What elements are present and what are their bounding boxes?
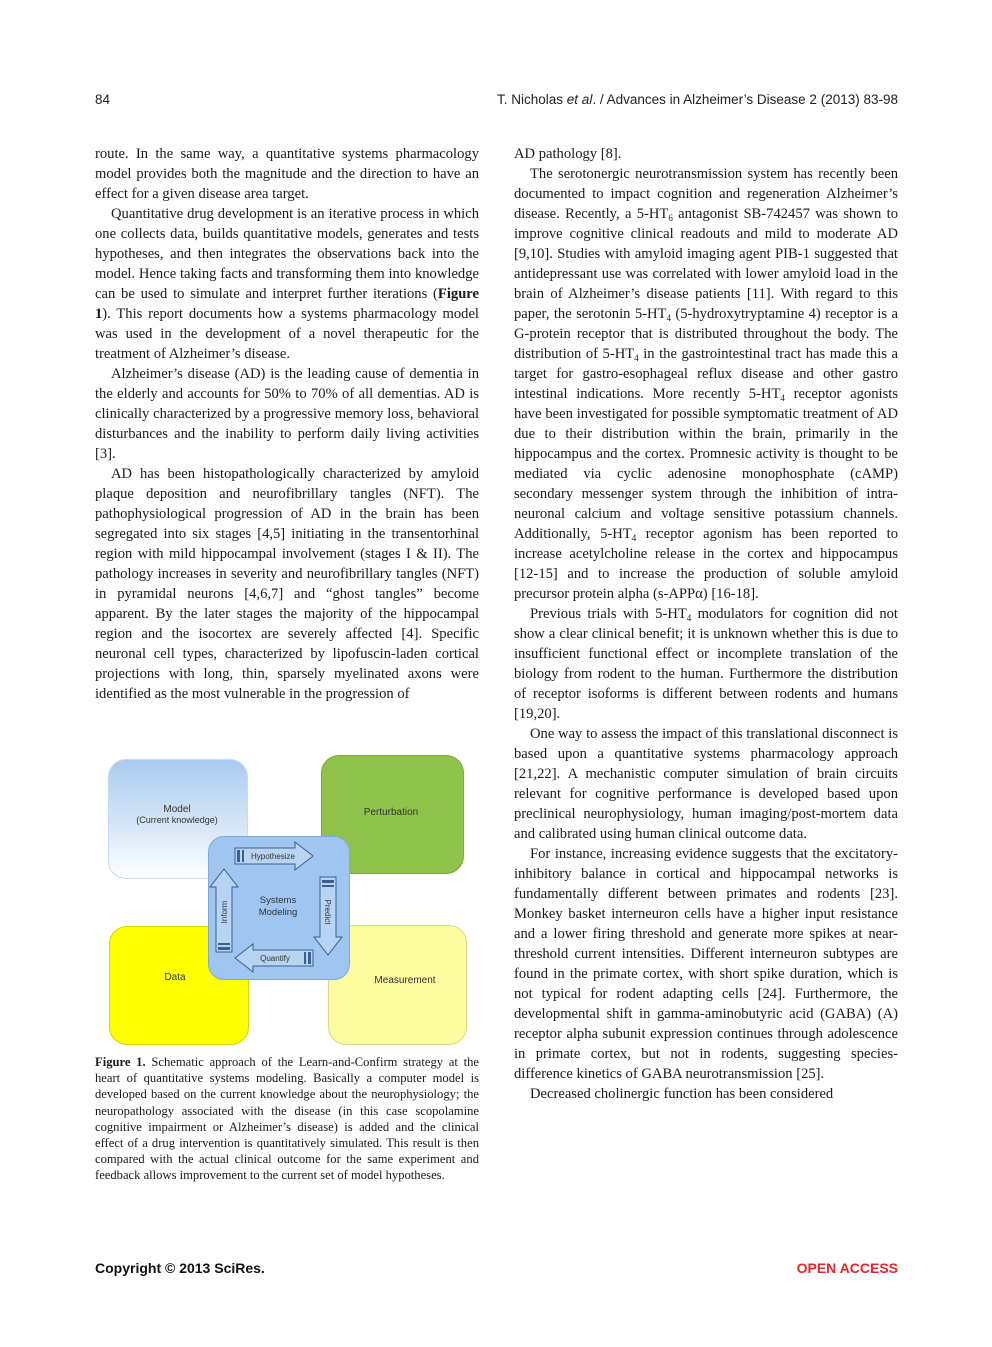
running-journal: . / Advances in Alzheimer’s Disease 2 (2… <box>592 92 898 107</box>
right-p2-f: receptor agonism has been reported to in… <box>514 526 898 602</box>
right-p2-sub1: 6 <box>668 213 673 223</box>
right-paragraph-1: AD pathology [8]. <box>514 146 622 162</box>
open-access-footer[interactable]: OPEN ACCESS <box>796 1260 898 1276</box>
running-title: T. Nicholas et al. / Advances in Alzheim… <box>497 92 898 107</box>
predict-label: Predict <box>323 900 332 926</box>
left-column: route. In the same way, a quantitative s… <box>95 144 479 704</box>
measurement-box <box>328 925 467 1045</box>
hypothesize-label: Hypothesize <box>251 852 296 861</box>
left-paragraph-2: Quantitative drug development is an iter… <box>95 204 479 364</box>
perturbation-label: Perturbation <box>363 807 419 818</box>
right-p3-a: Previous trials with 5-HT <box>530 606 687 622</box>
right-p3-b: modulators for cognition did not show a … <box>514 606 898 722</box>
quantify-label: Quantify <box>260 954 290 963</box>
page-number: 84 <box>95 92 111 107</box>
left-p2-text-a: Quantitative drug development is an iter… <box>95 206 479 302</box>
left-paragraph-4: AD has been histopathologically characte… <box>95 466 479 702</box>
right-column: AD pathology [8]. The serotonergic neuro… <box>514 144 898 1104</box>
right-p3-sub: 4 <box>686 613 692 623</box>
right-p2-a: The serotonergic neurotransmission syste… <box>514 166 898 222</box>
right-p2-d: in the gastrointestinal tract has made t… <box>514 346 898 402</box>
inform-arrow <box>208 868 240 953</box>
running-et-al: et al <box>566 92 593 107</box>
figure-1-caption: Figure 1. Schematic approach of the Lear… <box>95 1054 479 1184</box>
hypothesize-arrow <box>234 840 314 872</box>
center-label-1: Systems <box>259 895 297 906</box>
right-p2-c: (5-hydroxytryptamine 4) receptor is a G-… <box>514 306 898 362</box>
right-p2-sub5: 4 <box>631 533 637 543</box>
copyright-footer: Copyright © 2013 SciRes. <box>95 1260 265 1276</box>
right-paragraph-2: The serotonergic neurotransmission syste… <box>514 164 898 604</box>
right-p2-sub4: 4 <box>780 393 785 403</box>
figure-1-reference[interactable]: Figure 1 <box>95 286 479 322</box>
caption-label: Figure 1. <box>95 1055 146 1069</box>
right-p2-sub2: 4 <box>666 313 671 323</box>
right-paragraph-6: Decreased cholinergic function has been … <box>530 1086 834 1102</box>
right-paragraph-3: Previous trials with 5-HT4 modulators fo… <box>514 604 898 724</box>
measurement-label: Measurement <box>374 975 436 986</box>
left-paragraph-1: route. In the same way, a quantitative s… <box>95 146 479 202</box>
quantify-arrow <box>234 942 314 974</box>
model-label: Model <box>163 804 191 815</box>
right-paragraph-5: For instance, increasing evidence sugges… <box>514 846 898 1082</box>
predict-arrow <box>312 876 344 956</box>
model-sublabel: (Current knowledge) <box>136 815 218 825</box>
data-label: Data <box>164 972 186 983</box>
left-p2-text-b: ). This report documents how a systems p… <box>95 306 479 362</box>
running-author: T. Nicholas <box>497 92 567 107</box>
left-paragraph-3: Alzheimer’s disease (AD) is the leading … <box>95 366 479 462</box>
inform-label: Inform <box>220 900 229 923</box>
right-p2-sub3: 4 <box>634 353 639 363</box>
right-p2-b: antagonist SB-742457 was shown to improv… <box>514 206 898 322</box>
figure-1: Model (Current knowledge) Perturbation D… <box>95 752 479 1047</box>
center-label-2: Modeling <box>258 907 298 918</box>
cycle-arrows: Hypothesize Quantify Predict Inform <box>208 840 344 974</box>
caption-text: Schematic approach of the Learn-and-Conf… <box>95 1055 479 1183</box>
right-paragraph-4: One way to assess the impact of this tra… <box>514 726 898 842</box>
right-p2-e: receptor agonists have been investigated… <box>514 386 898 542</box>
